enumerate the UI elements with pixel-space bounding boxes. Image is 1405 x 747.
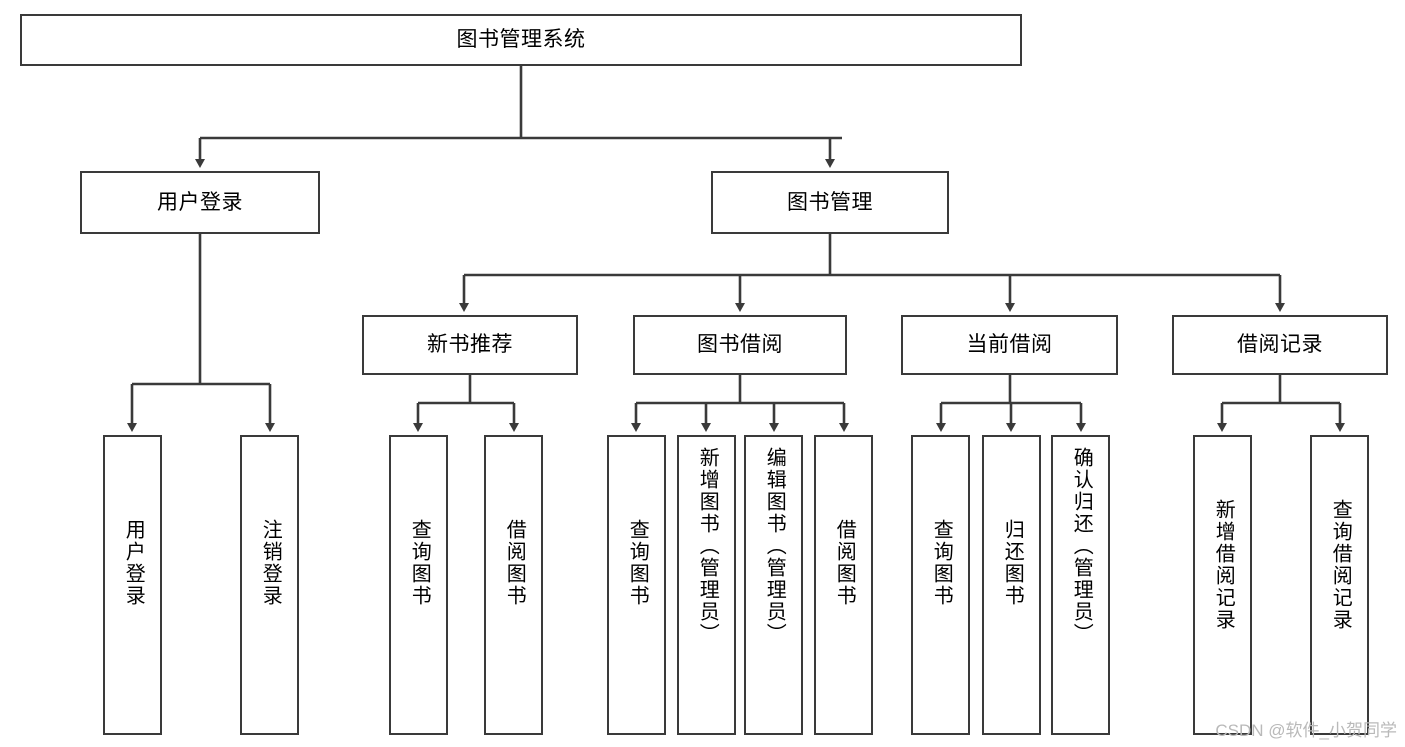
node-leaf-query-book-1-label: 查询图书 bbox=[408, 519, 431, 607]
node-leaf-return-book[interactable]: 归还图书 bbox=[982, 435, 1041, 735]
node-borrow-record[interactable]: 借阅记录 bbox=[1172, 315, 1388, 375]
node-root[interactable]: 图书管理系统 bbox=[20, 14, 1022, 66]
node-book-manage[interactable]: 图书管理 bbox=[711, 171, 949, 234]
node-new-book-rec[interactable]: 新书推荐 bbox=[362, 315, 578, 375]
node-leaf-query-book-2-label: 查询图书 bbox=[626, 519, 649, 607]
node-leaf-add-record[interactable]: 新增借阅记录 bbox=[1193, 435, 1252, 735]
node-leaf-borrow-book-1-label: 借阅图书 bbox=[503, 519, 526, 607]
node-leaf-query-book-2[interactable]: 查询图书 bbox=[607, 435, 666, 735]
node-current-borrow[interactable]: 当前借阅 bbox=[901, 315, 1118, 375]
node-borrow-record-label: 借阅记录 bbox=[1237, 333, 1323, 357]
node-leaf-return-book-label: 归还图书 bbox=[1001, 519, 1024, 607]
node-book-manage-label: 图书管理 bbox=[787, 190, 873, 214]
node-leaf-query-record[interactable]: 查询借阅记录 bbox=[1310, 435, 1369, 735]
node-new-book-rec-label: 新书推荐 bbox=[427, 333, 513, 357]
node-leaf-query-book-3-label: 查询图书 bbox=[930, 519, 953, 607]
node-leaf-query-record-label: 查询借阅记录 bbox=[1329, 499, 1352, 631]
node-book-borrow-label: 图书借阅 bbox=[697, 333, 783, 357]
node-leaf-borrow-book-2-label: 借阅图书 bbox=[833, 519, 856, 607]
node-leaf-edit-book[interactable]: 编辑图书（管理员） bbox=[744, 435, 803, 735]
node-user-login-label: 用户登录 bbox=[157, 190, 243, 214]
node-leaf-user-logout-label: 注销登录 bbox=[259, 519, 282, 607]
node-leaf-user-login[interactable]: 用户登录 bbox=[103, 435, 162, 735]
node-current-borrow-label: 当前借阅 bbox=[966, 333, 1053, 357]
node-leaf-confirm-return-label: 确认归还（管理员） bbox=[1070, 447, 1093, 645]
node-leaf-query-book-3[interactable]: 查询图书 bbox=[911, 435, 970, 735]
node-book-borrow[interactable]: 图书借阅 bbox=[633, 315, 847, 375]
node-leaf-add-book-label: 新增图书（管理员） bbox=[696, 447, 719, 645]
node-user-login[interactable]: 用户登录 bbox=[80, 171, 320, 234]
csdn-watermark: CSDN @软件_小贺同学 bbox=[1215, 721, 1397, 740]
node-leaf-edit-book-label: 编辑图书（管理员） bbox=[763, 447, 786, 645]
node-root-label: 图书管理系统 bbox=[456, 28, 586, 52]
node-leaf-borrow-book-2[interactable]: 借阅图书 bbox=[814, 435, 873, 735]
node-leaf-confirm-return[interactable]: 确认归还（管理员） bbox=[1051, 435, 1110, 735]
node-leaf-borrow-book-1[interactable]: 借阅图书 bbox=[484, 435, 543, 735]
node-leaf-add-book[interactable]: 新增图书（管理员） bbox=[677, 435, 736, 735]
node-leaf-user-logout[interactable]: 注销登录 bbox=[240, 435, 299, 735]
node-leaf-user-login-label: 用户登录 bbox=[122, 519, 145, 607]
node-leaf-query-book-1[interactable]: 查询图书 bbox=[389, 435, 448, 735]
node-leaf-add-record-label: 新增借阅记录 bbox=[1212, 499, 1235, 631]
